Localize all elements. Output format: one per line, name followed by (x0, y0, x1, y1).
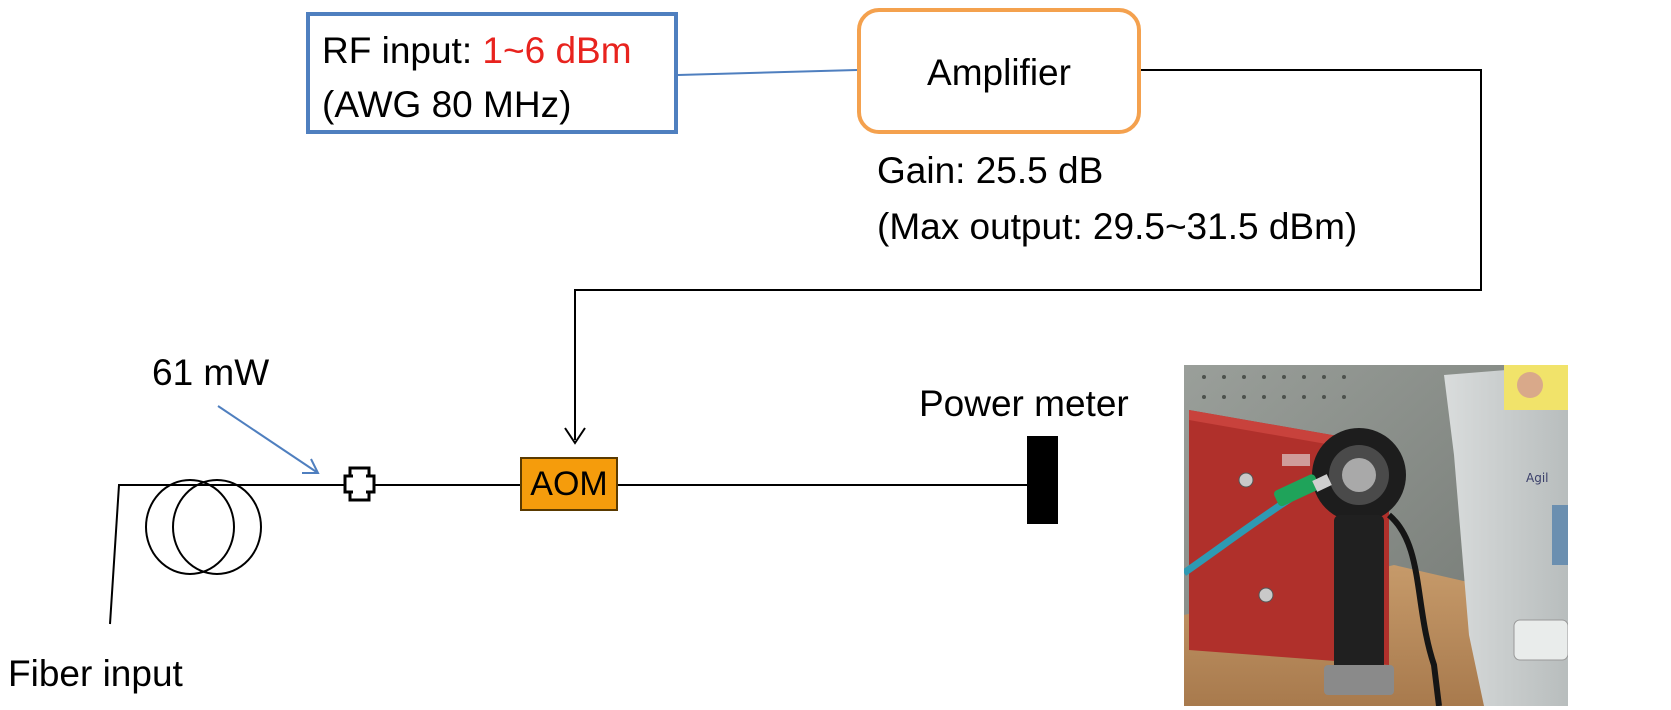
rf-input-line2: (AWG 80 MHz) (322, 84, 572, 125)
power-meter-photo: Agil (1184, 365, 1568, 706)
fiber-coil-loop-2 (172, 479, 262, 575)
fiber-connector-icon (343, 466, 376, 502)
power-meter-detector (1027, 436, 1058, 524)
power-meter-label: Power meter (919, 383, 1129, 424)
fiber-input-label: Fiber input (8, 653, 183, 694)
power-meter-photo-drawing: Agil (1184, 365, 1568, 706)
amplifier-label: Amplifier (927, 52, 1071, 93)
fiber-coil-loop-1 (145, 479, 235, 575)
photo-brand-text: Agil (1526, 471, 1549, 485)
amplifier-box (857, 8, 1141, 134)
amplifier-gain: Gain: 25.5 dB (877, 150, 1104, 191)
amplifier-max-output: (Max output: 29.5~31.5 dBm) (877, 206, 1358, 247)
aom-label: AOM (530, 465, 608, 503)
rf-to-amplifier-line (677, 69, 858, 76)
aom-box (520, 457, 618, 511)
rf-input-label: RF input: (322, 30, 483, 71)
rf-input-line1: RF input: 1~6 dBm (322, 28, 632, 73)
power-pointer-arrowhead (302, 458, 320, 474)
aom-arrowhead (564, 427, 586, 445)
fiber-input-lead (109, 484, 346, 625)
amplifier-output-line (574, 69, 1482, 440)
rf-input-box (306, 12, 678, 134)
power-pointer-arrow (217, 405, 319, 474)
rf-input-value: 1~6 dBm (482, 30, 632, 71)
fiber-power-label: 61 mW (152, 352, 270, 393)
